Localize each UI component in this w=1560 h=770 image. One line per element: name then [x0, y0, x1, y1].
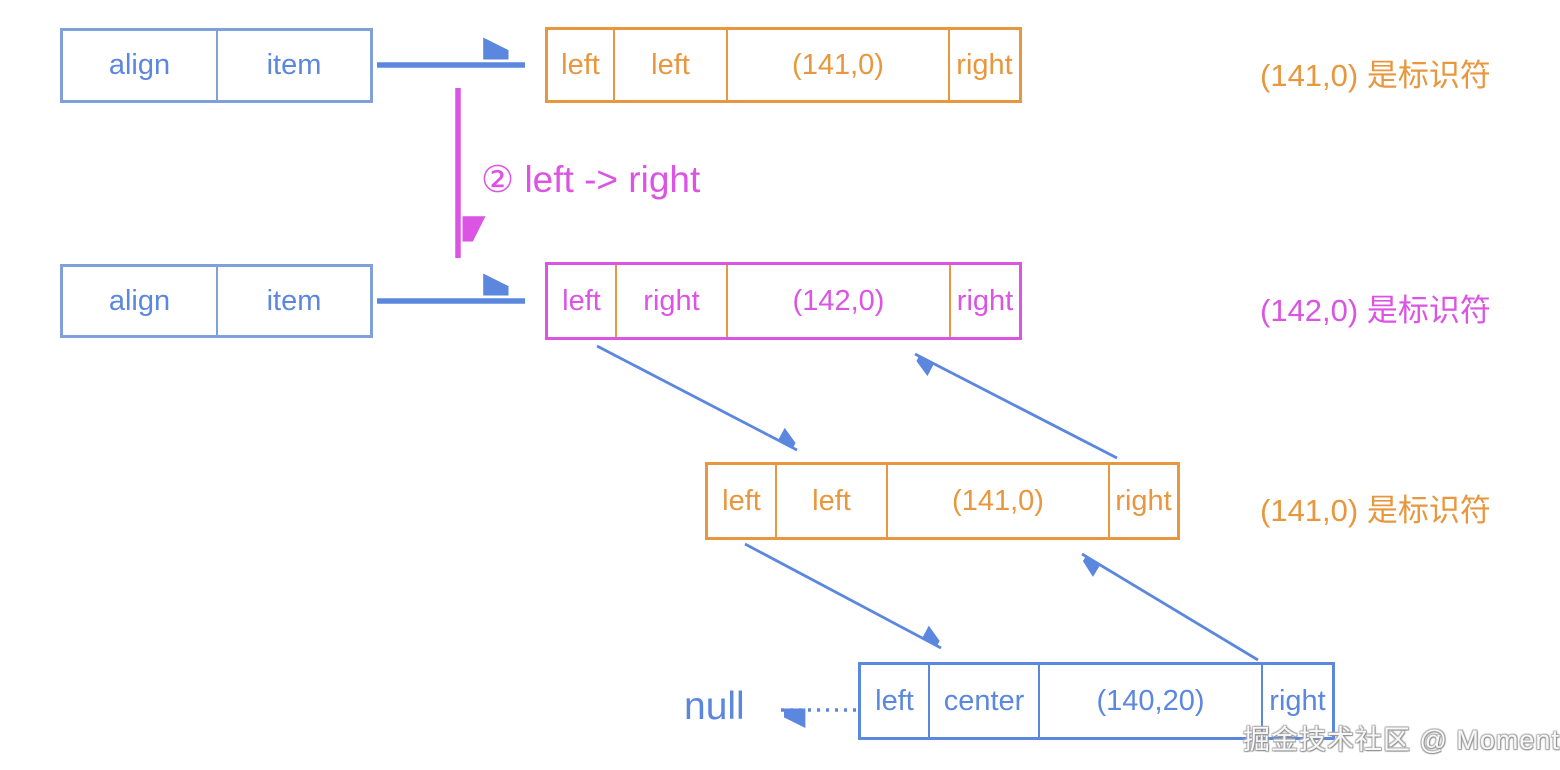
- node-cell: align: [108, 49, 171, 81]
- note-142: (142,0) 是标识符: [1260, 293, 1491, 328]
- note-141-mid: (141,0) 是标识符: [1260, 493, 1491, 528]
- node-box-140-20: left center (140,20) right: [858, 662, 1335, 740]
- arrow-node140-up-to-node141mid: [1082, 552, 1259, 662]
- node-cell: (141,0): [726, 30, 948, 100]
- node-cell: left: [722, 484, 761, 517]
- step-label: ② left -> right: [481, 159, 701, 200]
- node-cell: item: [216, 267, 370, 335]
- align-item-box-1: align item: [60, 28, 373, 103]
- node-cell: left: [613, 30, 726, 100]
- null-label: null: [684, 685, 745, 728]
- node-box-142: left right (142,0) right: [545, 262, 1022, 340]
- node-cell: center: [928, 665, 1038, 737]
- node-cell: (141,0): [886, 465, 1108, 537]
- node-cell: left: [875, 684, 914, 717]
- node-cell: right: [1261, 665, 1332, 737]
- node-cell: right: [615, 265, 726, 337]
- node-cell: left: [561, 48, 600, 81]
- node-cell: (140,20): [1038, 665, 1261, 737]
- node-cell: right: [949, 265, 1019, 337]
- node-cell: align: [108, 284, 171, 317]
- node-box-141-mid: left left (141,0) right: [705, 462, 1180, 540]
- node-cell: (142,0): [726, 265, 949, 337]
- arrow-node141mid-up-to-node142: [915, 352, 1118, 460]
- watermark: 掘金技术社区 @ Moment: [1243, 725, 1560, 755]
- node-cell: item: [216, 31, 370, 100]
- note-141-top: (141,0) 是标识符: [1260, 58, 1491, 93]
- arrow-node141mid-left-to-node140: [744, 542, 941, 650]
- node-cell: left: [562, 284, 601, 317]
- arrow-node142-left-to-node141mid: [596, 344, 797, 452]
- node-cell: right: [948, 30, 1019, 100]
- node-cell: left: [775, 465, 886, 537]
- node-cell: right: [1108, 465, 1177, 537]
- node-box-141-top: left left (141,0) right: [545, 27, 1022, 103]
- align-item-box-2: align item: [60, 264, 373, 338]
